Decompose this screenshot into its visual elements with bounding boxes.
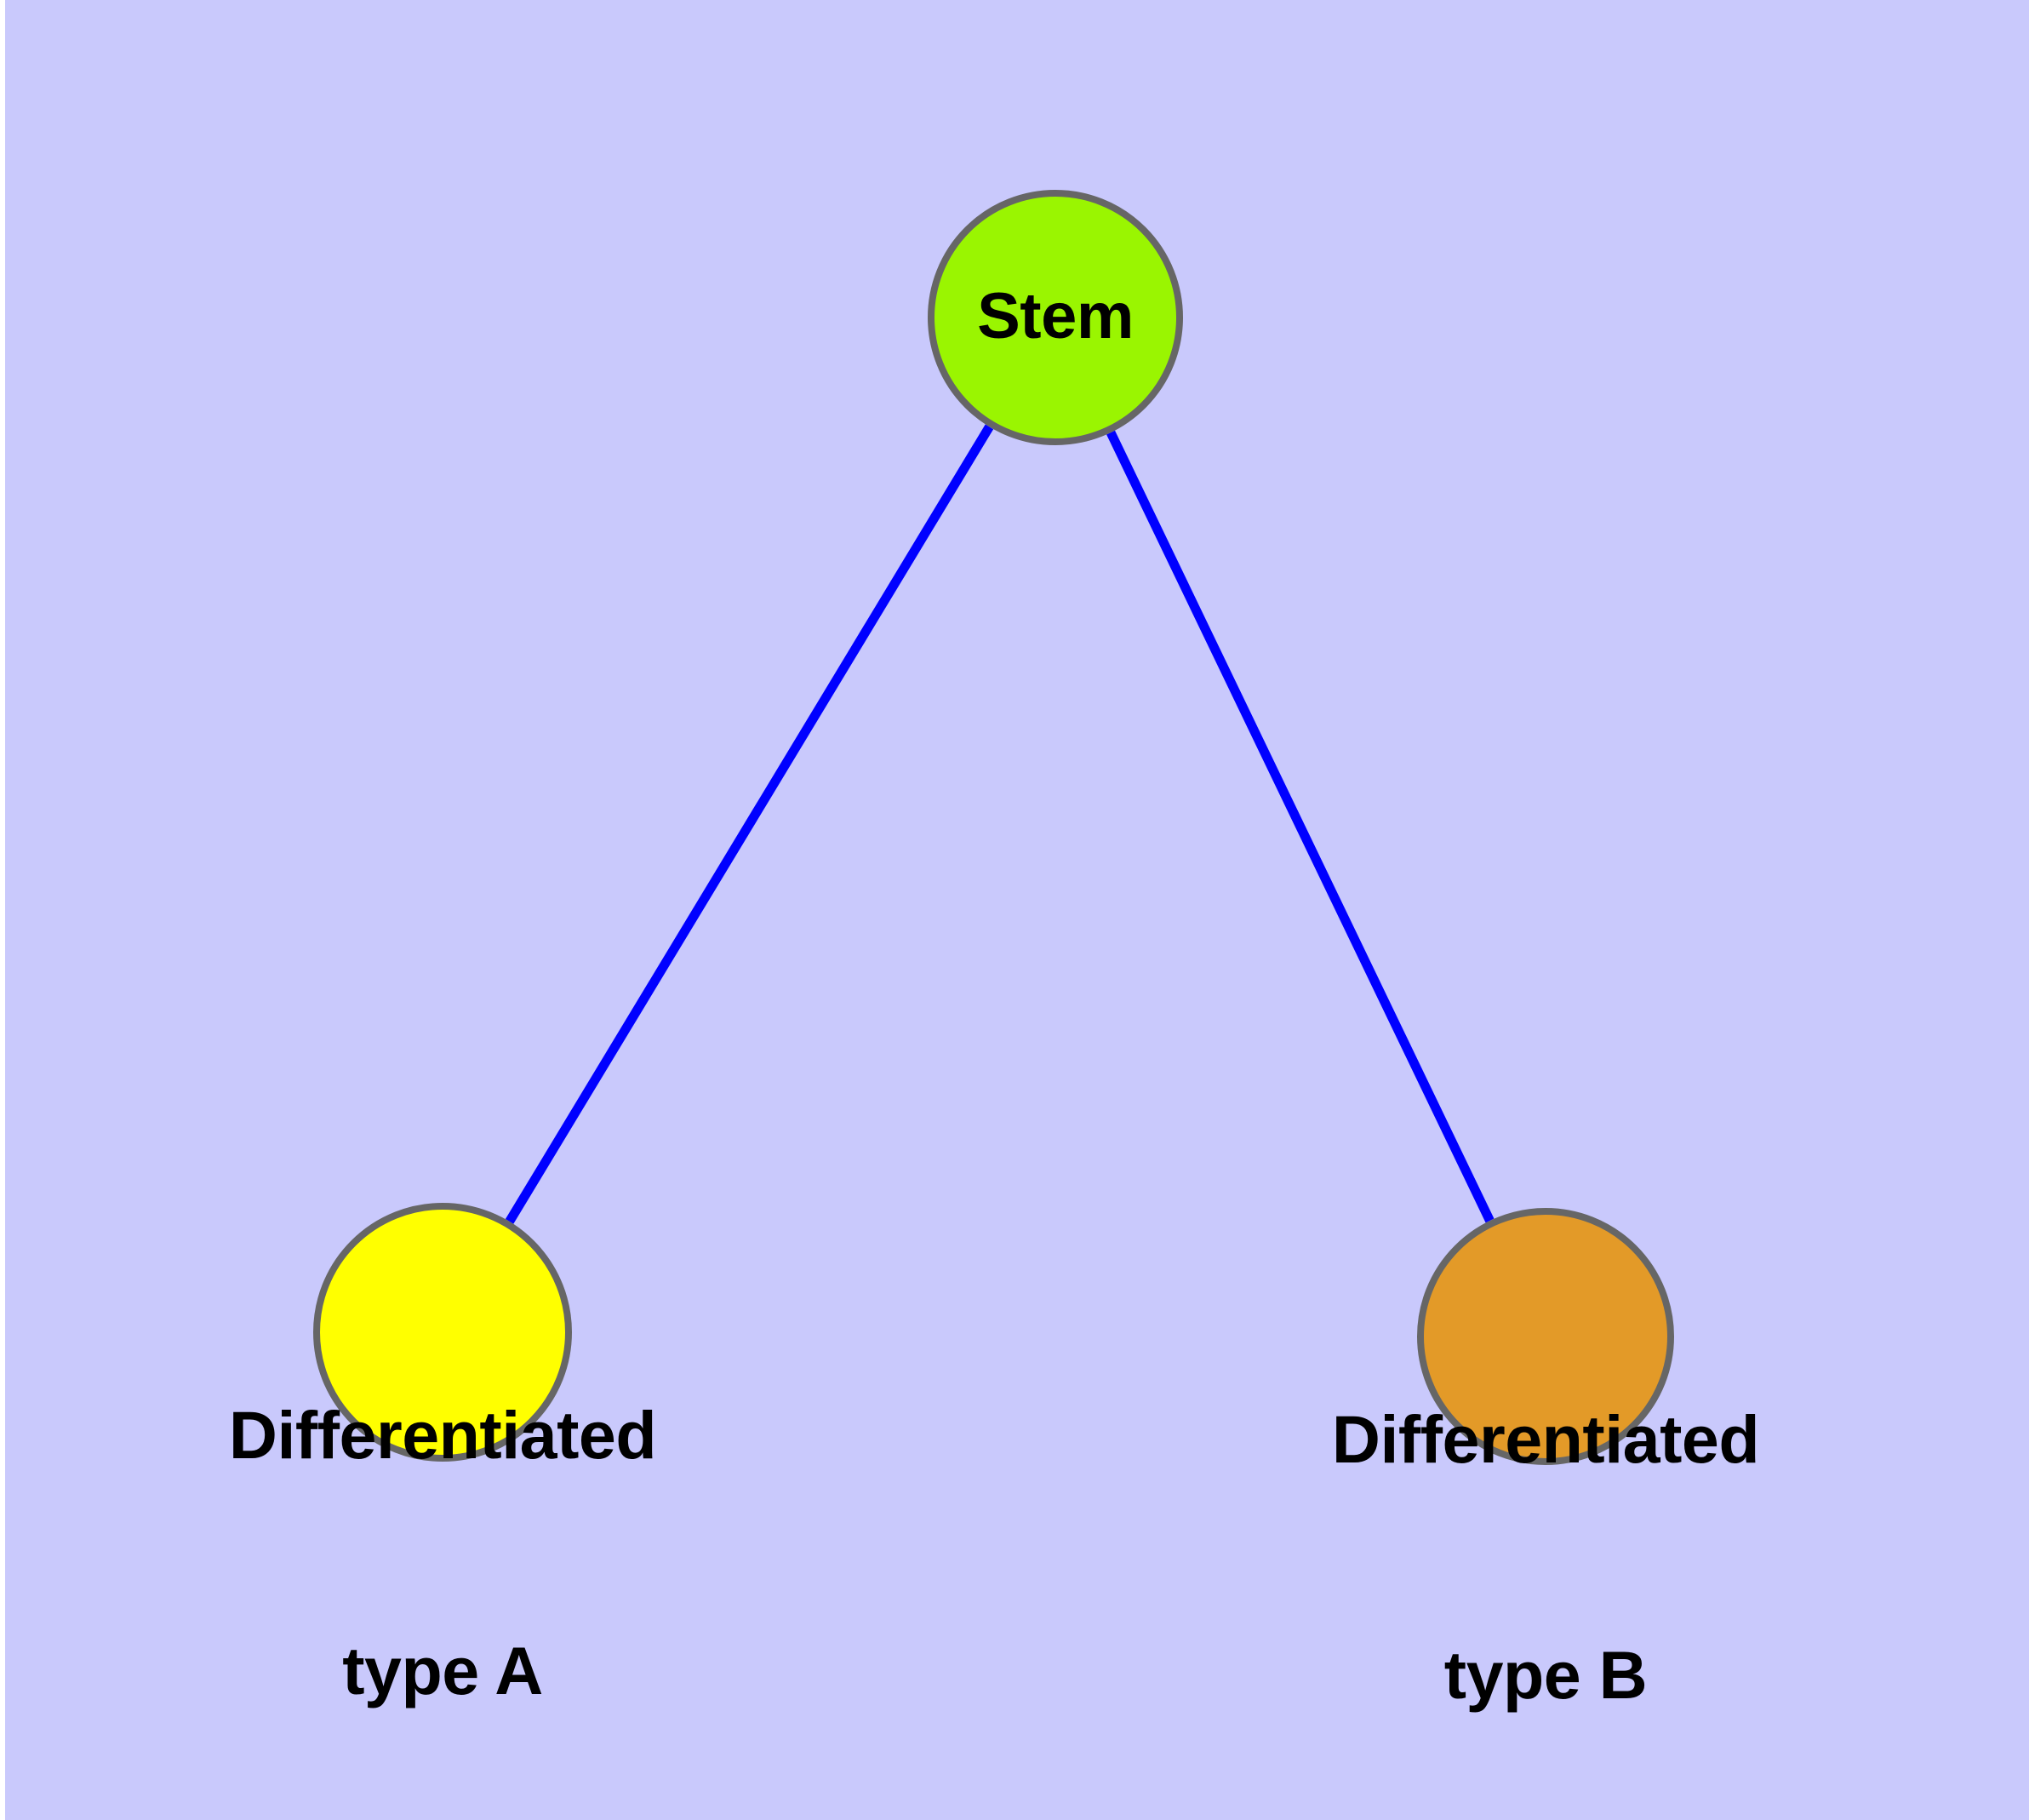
node-differentiated-type-b[interactable] <box>1417 1208 1674 1465</box>
edge-stem-to-differentiated-type-b <box>1106 430 1495 1223</box>
node-layer <box>313 190 1674 1465</box>
edge-stem-to-differentiated-type-a <box>505 424 994 1224</box>
node-differentiated-type-a[interactable] <box>313 1203 572 1462</box>
edge-layer <box>505 424 1495 1224</box>
node-stem[interactable] <box>928 190 1183 445</box>
